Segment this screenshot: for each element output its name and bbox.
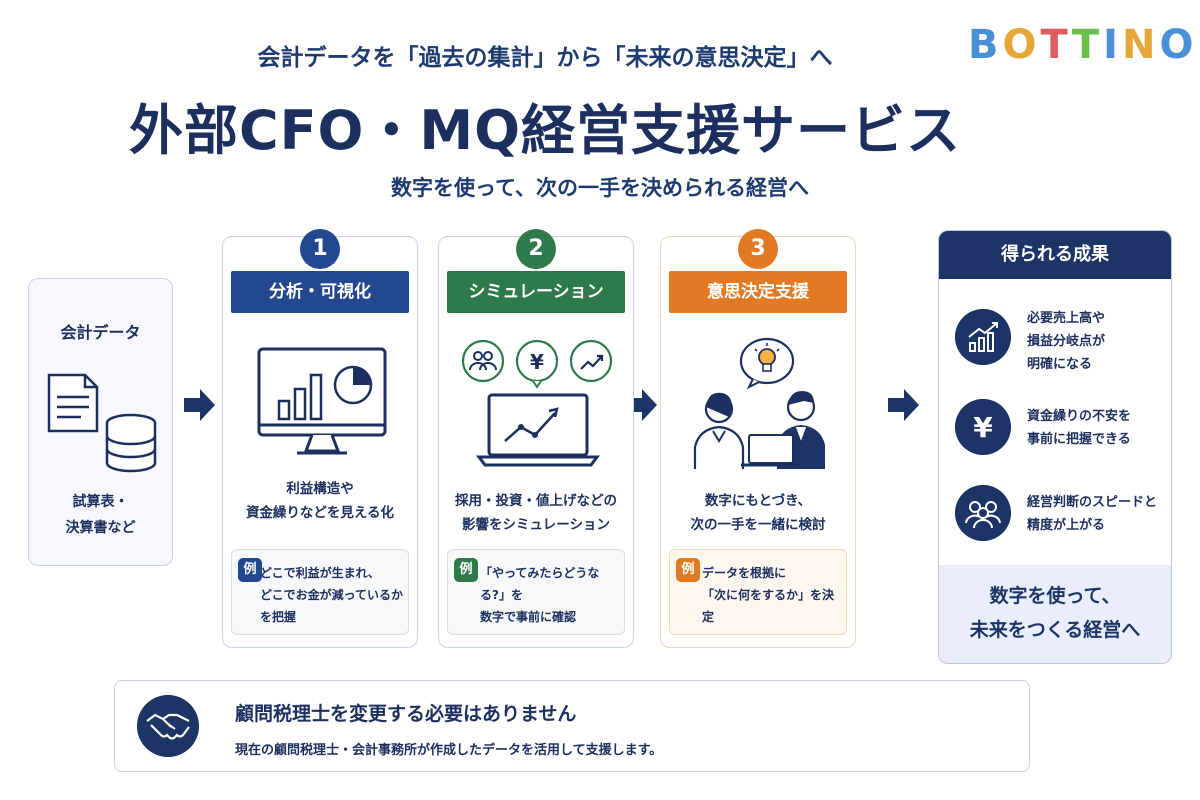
woman-icon: [693, 392, 745, 469]
step-card-decision: 3 意思決定支援 数字にもとづき、 次の一手を一緒に検討: [660, 229, 856, 648]
step-card-simulation: 2 シミュレーション ¥ 採用・投資・値上げなどの 影響をシミュレーション 例 …: [438, 229, 634, 648]
logo-letter: O: [1159, 22, 1198, 68]
svg-text:¥: ¥: [973, 411, 993, 444]
example-badge: 例: [676, 558, 700, 582]
database-icon: [105, 413, 157, 473]
example-box: 例 「やってみたらどうなる?」を 数字で事前に確認: [447, 549, 625, 635]
step-description: 採用・投資・値上げなどの 影響をシミュレーション: [455, 493, 617, 533]
step-description: 数字にもとづき、 次の一手を一緒に検討: [690, 493, 826, 533]
logo-letter: I: [1103, 22, 1122, 68]
example-text: データを根拠に 「次に何をするか」を決定: [702, 566, 835, 624]
accounting-data-card: 会計データ 試算表・ 決算書など: [28, 278, 173, 566]
result-text: 資金繰りの不安を 事前に把握できる: [1027, 409, 1132, 447]
bottom-description: 現在の顧問税理士・会計事務所が作成したデータを活用して支援します。: [235, 743, 663, 758]
handshake-icon: [137, 695, 199, 757]
accounting-data-desc: 試算表・ 決算書など: [65, 494, 136, 536]
results-footer: 数字を使って、 未来をつくる経営へ: [939, 565, 1171, 663]
logo-letter: T: [1040, 22, 1072, 68]
example-box: 例 どこで利益が生まれ、 どこでお金が減っているか を把握: [231, 549, 409, 635]
yen-icon: ¥: [955, 399, 1011, 455]
logo-letter: N: [1122, 22, 1160, 68]
bottom-title: 顧問税理士を変更する必要はありません: [235, 703, 577, 725]
laptop-simulation-icon: ¥: [461, 339, 613, 467]
step-number: 3: [738, 229, 778, 269]
tax-accountant-note: 顧問税理士を変更する必要はありません 現在の顧問税理士・会計事務所が作成したデー…: [114, 680, 1030, 772]
step-description: 利益構造や 資金繰りなどを見える化: [245, 481, 395, 521]
lightbulb-bubble-icon: [739, 337, 795, 390]
growth-icon: [569, 339, 613, 383]
arrow-right-icon: [184, 389, 215, 421]
step-heading: 意思決定支援: [669, 271, 847, 313]
example-text: どこで利益が生まれ、 どこでお金が減っているか を把握: [260, 566, 404, 624]
growth-chart-icon: [955, 309, 1011, 365]
result-item: 必要売上高や 損益分岐点が 明確になる: [939, 307, 1171, 377]
step-number: 2: [516, 229, 556, 269]
arrow-right-icon: [626, 389, 657, 421]
svg-text:¥: ¥: [530, 350, 544, 374]
example-text: 「やってみたらどうなる?」を 数字で事前に確認: [480, 566, 600, 624]
yen-bubble-icon: ¥: [515, 339, 559, 389]
logo-letter: O: [1002, 22, 1041, 68]
people-icon: [461, 339, 505, 383]
example-badge: 例: [238, 558, 262, 582]
consultation-icon: [693, 337, 825, 469]
example-box: 例 データを根拠に 「次に何をするか」を決定: [669, 549, 847, 635]
result-text: 経営判断のスピードと 精度が上がる: [1027, 495, 1158, 533]
subtitle: 会計データを「過去の集計」から「未来の意思決定」へ: [257, 45, 833, 71]
example-badge: 例: [454, 558, 478, 582]
laptop-icon: [741, 434, 801, 467]
logo-letter: B: [968, 22, 1003, 68]
result-item: ¥ 資金繰りの不安を 事前に把握できる: [939, 399, 1171, 469]
team-icon: [955, 485, 1011, 541]
step-card-analysis: 1 分析・可視化 利益構造や 資金繰りなどを見える化 例 どこで利益が生まれ、 …: [222, 229, 418, 648]
monitor-chart-icon: [257, 347, 387, 455]
step-heading: 分析・可視化: [231, 271, 409, 313]
step-heading: シミュレーション: [447, 271, 625, 313]
logo-letter: T: [1071, 22, 1104, 68]
result-item: 経営判断のスピードと 精度が上がる: [939, 485, 1171, 555]
result-text: 必要売上高や 損益分岐点が 明確になる: [1027, 311, 1106, 372]
step-number: 1: [300, 229, 340, 269]
arrow-right-icon: [888, 389, 919, 421]
page-title: 外部CFO・MQ経営支援サービス: [128, 99, 962, 162]
tagline: 数字を使って、次の一手を決められる経営へ: [391, 176, 809, 200]
document-database-icon: [47, 373, 157, 473]
results-heading: 得られる成果: [939, 231, 1171, 279]
results-card: 得られる成果 必要売上高や 損益分岐点が 明確になる ¥ 資金繰りの不安を 事前…: [938, 230, 1172, 664]
accounting-data-title: 会計データ: [60, 323, 141, 342]
document-icon: [47, 373, 99, 433]
